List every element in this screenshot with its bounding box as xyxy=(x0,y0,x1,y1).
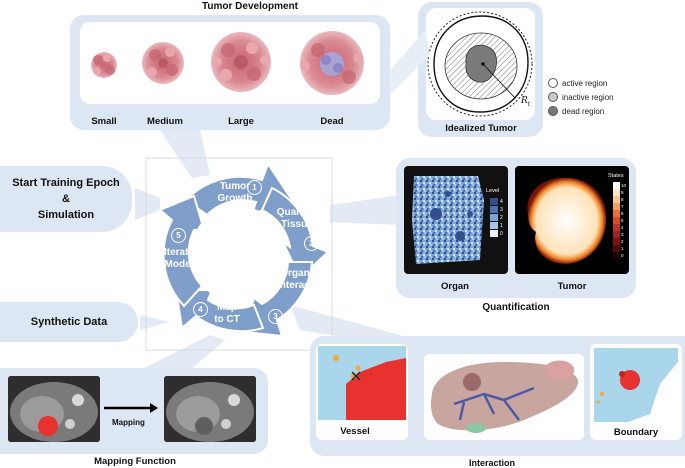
radius-label: Rt xyxy=(521,96,530,108)
inactive-region-swatch xyxy=(548,92,558,102)
mapping-function-title: Mapping Function xyxy=(94,456,176,467)
state-tick: 10 xyxy=(621,183,627,188)
tumor-small-icon xyxy=(91,52,117,78)
start-training-line3: Simulation xyxy=(37,209,95,221)
ct-scan-synthetic xyxy=(164,376,256,442)
start-training-box: Start Training Epoch & Simulation xyxy=(0,166,132,232)
radius-subscript: t xyxy=(527,100,531,108)
legend-label-dead: dead region xyxy=(562,106,605,116)
synthetic-data-box: Synthetic Data xyxy=(0,302,138,342)
state-tick: 8 xyxy=(621,197,624,202)
step5-line1: Iterate xyxy=(163,247,194,258)
radius-symbol: R xyxy=(521,96,528,106)
cycle-step-quantify: Quantify Tissue xyxy=(266,207,328,231)
step5-number-badge: 5 xyxy=(171,228,186,243)
step3-line1: Organ xyxy=(280,268,310,279)
tumor-large-icon xyxy=(211,32,271,92)
step4-line1: Map xyxy=(217,302,237,313)
step4-line2: to CT xyxy=(214,314,240,325)
step3-number-badge: 3 xyxy=(268,309,283,324)
cycle-step-organ-interact: Organ Interact xyxy=(264,268,326,292)
interaction-title: Interaction xyxy=(468,458,515,468)
vessel-label: Vessel xyxy=(340,426,370,437)
step4-number-badge: 4 xyxy=(193,302,208,317)
cycle-arrow-iterate xyxy=(158,194,206,308)
cycle-step-iterate: Iterate Model xyxy=(152,247,206,271)
state-tick: 2 xyxy=(621,239,624,244)
stage-label-small: Small xyxy=(91,116,117,127)
step2-line1: Quantify xyxy=(276,207,318,218)
state-tick: 7 xyxy=(621,204,624,209)
ct-scan-with-tumor xyxy=(8,376,100,442)
tumor-medium-icon xyxy=(142,42,184,84)
step5-line2: Model xyxy=(164,259,194,270)
synthetic-data-label: Synthetic Data xyxy=(30,316,108,328)
tumor-label: Tumor xyxy=(557,281,587,292)
step2-number-badge: 2 xyxy=(304,236,319,251)
legend-item-active: active region xyxy=(548,76,614,90)
dead-region-swatch xyxy=(548,106,558,116)
start-training-line2: & xyxy=(62,193,70,205)
cycle-arrow-quantify xyxy=(260,186,330,280)
liver-illustration xyxy=(424,354,584,440)
state-tick: 0 xyxy=(621,253,624,258)
legend-label-inactive: inactive region xyxy=(562,92,614,102)
level-title: Level xyxy=(486,188,500,194)
state-tick: 6 xyxy=(621,211,624,216)
vessel-panel xyxy=(316,344,408,440)
state-tick: 4 xyxy=(621,225,624,230)
idealized-tumor-title: Idealized Tumor xyxy=(445,123,517,134)
level-tick: 0 xyxy=(500,231,503,237)
level-tick: 2 xyxy=(500,215,503,221)
step3-line2: Interact xyxy=(276,280,314,291)
boundary-label: Boundary xyxy=(613,427,659,438)
level-tick: 4 xyxy=(500,199,503,205)
states-title: States xyxy=(608,173,624,179)
step1-line2: Growth xyxy=(217,193,253,204)
stage-label-dead: Dead xyxy=(320,116,344,127)
organ-label: Organ xyxy=(441,281,469,292)
mapping-arrow-label: Mapping xyxy=(112,418,145,427)
state-tick: 1 xyxy=(621,246,624,251)
state-tick: 3 xyxy=(621,232,624,237)
legend-label-active: active region xyxy=(562,78,608,88)
step1-line1: Tumor xyxy=(219,181,251,192)
step2-line2: Tissue xyxy=(281,219,313,230)
states-ticks: 10 9 8 7 6 5 4 3 2 1 0 xyxy=(621,182,626,259)
level-tick: 3 xyxy=(500,207,503,213)
idealized-tumor-legend: active region inactive region dead regio… xyxy=(548,76,614,118)
start-training-line1: Start Training Epoch xyxy=(12,177,120,189)
legend-item-dead: dead region xyxy=(548,104,614,118)
tumor-dead-icon xyxy=(300,31,364,95)
level-tick: 1 xyxy=(500,223,503,229)
tumor-development-title: Tumor Development xyxy=(202,1,298,12)
state-tick: 5 xyxy=(621,218,624,223)
cycle-step-tumor-growth: Tumor Growth xyxy=(200,181,270,205)
stage-label-medium: Medium xyxy=(147,116,183,127)
legend-item-inactive: inactive region xyxy=(548,90,614,104)
stage-label-large: Large xyxy=(228,116,254,127)
state-tick: 9 xyxy=(621,190,624,195)
step1-number-badge: 1 xyxy=(247,180,262,195)
active-region-swatch xyxy=(548,78,558,88)
level-ticks: 4 3 2 1 0 xyxy=(500,198,503,238)
cycle-step-map-ct: Map to CT xyxy=(202,302,252,326)
states-colorbar xyxy=(613,182,620,259)
boundary-panel xyxy=(590,344,682,440)
quantification-title: Quantification xyxy=(482,302,550,313)
